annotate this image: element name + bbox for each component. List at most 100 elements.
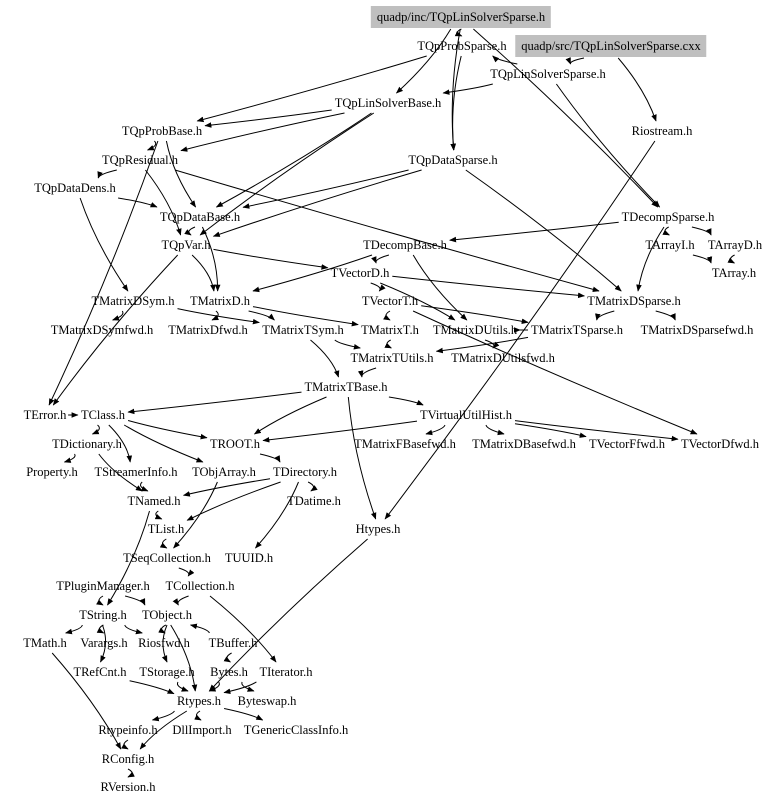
edge-tdecompsparse-to-tmatrixdsparse [636, 226, 665, 292]
node-tseqcollection[interactable]: TSeqCollection.h [123, 551, 211, 565]
edge-tvectord-to-tmatrixdutils [380, 282, 456, 321]
node-tmatrixdutils[interactable]: TMatrixDUtils.h [432, 323, 518, 337]
node-tqpprobsparse[interactable]: TQpProbSparse.h [417, 39, 507, 53]
edge-tvirtualutilhist-to-tvectordfwd [514, 420, 679, 442]
edge-tdecompbase-to-tmatrixd [252, 254, 373, 293]
edge-tmatrixtbase-to-htypes [347, 396, 377, 520]
node-tarrayd[interactable]: TArrayD.h [707, 238, 763, 252]
node-tqplinsolversparse[interactable]: TQpLinSolverSparse.h [490, 67, 606, 81]
node-rconfig[interactable]: RConfig.h [101, 752, 155, 766]
node-tqpprobbase[interactable]: TQpProbBase.h [121, 124, 203, 138]
node-tarray[interactable]: TArray.h [711, 266, 757, 280]
node-tdictionary[interactable]: TDictionary.h [52, 437, 122, 451]
edge-tcollection-to-tobject [172, 595, 189, 606]
node-tnamed[interactable]: TNamed.h [127, 494, 181, 508]
node-tqpdatabase[interactable]: TQpDataBase.h [159, 210, 241, 224]
node-tmatrixfbasefwd[interactable]: TMatrixFBasefwd.h [354, 437, 456, 451]
edge-tqpdatadens-to-tmatrixdsym [79, 197, 129, 292]
edge-tqplinsolversparse-to-tqpprobsparse [492, 55, 518, 65]
node-tstring[interactable]: TString.h [79, 608, 127, 622]
edge-titerator-to-rtypes [223, 681, 257, 694]
node-tmatrixdsparsefwd[interactable]: TMatrixDSparsefwd.h [640, 323, 754, 337]
node-tmatrixt[interactable]: TMatrixT.h [361, 323, 419, 337]
node-tmatrixdsparse[interactable]: TMatrixDSparse.h [587, 294, 681, 308]
edge-tqpprobsparse-to-tqpdatasparse [450, 55, 462, 151]
node-root-cxx[interactable]: quadp/src/TQpLinSolverSparse.cxx [515, 35, 707, 57]
node-tstreamerinfo[interactable]: TStreamerInfo.h [94, 465, 178, 479]
node-titerator[interactable]: TIterator.h [259, 665, 313, 679]
node-byteswap[interactable]: Byteswap.h [237, 694, 297, 708]
edge-tmatrixdsym-to-tmatrixdsymfwd [112, 310, 124, 321]
node-tdatime[interactable]: TDatime.h [287, 494, 341, 508]
edge-tdirectory-to-tdatime [307, 481, 318, 492]
node-tobjarray[interactable]: TObjArray.h [192, 465, 256, 479]
node-tmatrixtsparse[interactable]: TMatrixTSparse.h [531, 323, 623, 337]
edge-tqpresidual-to-tqpvar [145, 169, 182, 236]
node-tstorage[interactable]: TStorage.h [139, 665, 195, 679]
node-tmatrixdbasefwd[interactable]: TMatrixDBasefwd.h [472, 437, 576, 451]
node-tmath[interactable]: TMath.h [23, 636, 67, 650]
edge-tpluginmanager-to-tobject [124, 595, 146, 606]
edge-tmatrixtbase-to-troot [253, 396, 327, 435]
edge-tmatrixtutils-to-tmatrixtbase [357, 367, 377, 378]
node-tmatrixdutilsfwd[interactable]: TMatrixDUtilsfwd.h [451, 351, 555, 365]
edge-tvirtualutilhist-to-tvectorffwd [514, 423, 587, 438]
node-tmatrixtsym[interactable]: TMatrixTSym.h [262, 323, 344, 337]
node-trefcnt[interactable]: TRefCnt.h [73, 665, 127, 679]
node-tmatrixtutils[interactable]: TMatrixTUtils.h [350, 351, 434, 365]
node-tobject[interactable]: TObject.h [141, 608, 193, 622]
edge-root_cxx-to-tqplinsolversparse [565, 57, 585, 65]
node-riostream[interactable]: Riostream.h [631, 124, 693, 138]
node-tmatrixdsym[interactable]: TMatrixDSym.h [91, 294, 175, 308]
node-rtypeinfo[interactable]: Rtypeinfo.h [98, 723, 158, 737]
node-tmatrixdsymfwd[interactable]: TMatrixDSymfwd.h [50, 323, 154, 337]
node-tqpvar[interactable]: TQpVar.h [161, 238, 211, 252]
node-htypes[interactable]: Htypes.h [355, 522, 401, 536]
node-tarrayi[interactable]: TArrayI.h [645, 238, 695, 252]
node-tqpdatasparse[interactable]: TQpDataSparse.h [408, 153, 498, 167]
edge-tmatrixtbase-to-tclass [127, 391, 302, 415]
node-tvectord[interactable]: TVectorD.h [330, 266, 390, 280]
edge-rtypes-to-rtypeinfo [151, 710, 175, 722]
edge-tbuffer-to-tobject [189, 623, 210, 634]
edge-root_h-to-tdecompsparse [473, 28, 659, 208]
node-property[interactable]: Property.h [26, 465, 78, 479]
node-tclass[interactable]: TClass.h [80, 408, 126, 422]
node-dllimport[interactable]: DllImport.h [172, 723, 232, 737]
node-tdecompbase[interactable]: TDecompBase.h [363, 238, 447, 252]
node-rversion[interactable]: RVersion.h [100, 780, 156, 794]
node-tqpresidual[interactable]: TQpResidual.h [101, 153, 179, 167]
node-tvectordfwd[interactable]: TVectorDfwd.h [680, 437, 760, 451]
node-tmatrixtbase[interactable]: TMatrixTBase.h [304, 380, 388, 394]
node-riosfwd[interactable]: Riosfwd.h [138, 636, 190, 650]
node-tvectorffwd[interactable]: TVectorFfwd.h [588, 437, 666, 451]
edge-tvectort-to-tvectordfwd [412, 310, 698, 435]
node-tlist[interactable]: TList.h [147, 522, 185, 536]
node-tbuffer[interactable]: TBuffer.h [208, 636, 258, 650]
node-bytes[interactable]: Bytes.h [210, 665, 248, 679]
node-tuuid[interactable]: TUUID.h [224, 551, 274, 565]
node-tvirtualutilhist[interactable]: TVirtualUtilHist.h [420, 408, 512, 422]
edge-tqplinsolversparse-to-tqplinsolverbase [442, 83, 493, 95]
edge-tvectord-to-tvectort [370, 282, 386, 292]
node-tpluginmanager[interactable]: TPluginManager.h [56, 579, 150, 593]
node-tmatrixdfwd[interactable]: TMatrixDfwd.h [168, 323, 248, 337]
edge-tarrayd-to-tarray [727, 254, 736, 264]
edge-tvectord-to-tmatrixdsparse [392, 275, 585, 299]
node-tqpdatadens[interactable]: TQpDataDens.h [34, 181, 116, 195]
node-tqplinsolverbase[interactable]: TQpLinSolverBase.h [334, 96, 442, 110]
node-root-h[interactable]: quadp/inc/TQpLinSolverSparse.h [370, 6, 552, 28]
node-tvectort[interactable]: TVectorT.h [361, 294, 419, 308]
node-rtypes[interactable]: Rtypes.h [176, 694, 222, 708]
edge-tobjarray-to-tseqcollection [173, 481, 218, 549]
edge-tclass-to-troot [127, 420, 208, 440]
node-tdecompsparse[interactable]: TDecompSparse.h [621, 210, 715, 224]
node-troot[interactable]: TROOT.h [209, 437, 261, 451]
node-tgenericclassinfo[interactable]: TGenericClassInfo.h [243, 723, 349, 737]
node-varargs[interactable]: Varargs.h [80, 636, 128, 650]
node-terror[interactable]: TError.h [23, 408, 67, 422]
node-tmatrixd[interactable]: TMatrixD.h [189, 294, 251, 308]
node-tdirectory[interactable]: TDirectory.h [272, 465, 338, 479]
edge-tdirectory-to-tnamed [182, 478, 271, 497]
node-tcollection[interactable]: TCollection.h [165, 579, 235, 593]
